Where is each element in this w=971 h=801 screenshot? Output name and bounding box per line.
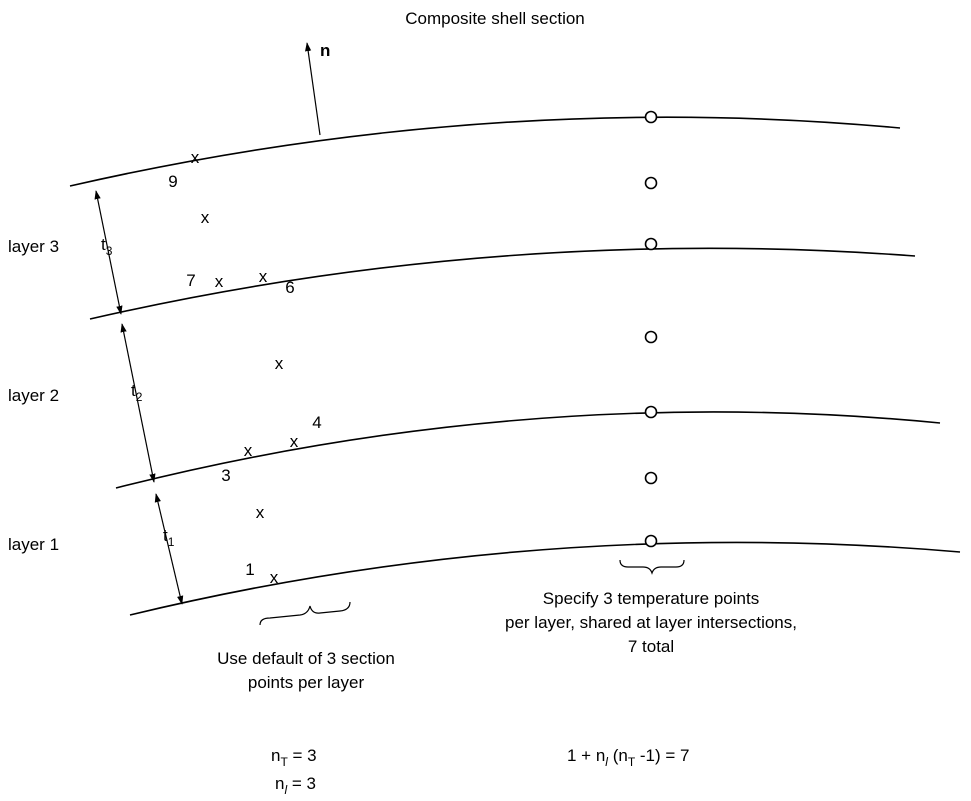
caption-section-points-line1: Use default of 3 section (217, 649, 395, 668)
section-point-number-6: 6 (285, 278, 294, 297)
section-point-number-3: 3 (221, 466, 230, 485)
temperature-point (644, 405, 658, 419)
layer-label-2: layer 2 (8, 386, 59, 405)
formula-n-t: nT = 3 (271, 746, 317, 769)
section-point-mark: x (215, 272, 224, 291)
temperature-point (644, 534, 658, 548)
thickness-label-t3: t3 (101, 235, 113, 258)
diagram-title: Composite shell section (405, 9, 585, 28)
section-point-mark: x (201, 208, 210, 227)
section-point-mark: x (259, 267, 268, 286)
caption-temperature-points-line3: 7 total (628, 637, 674, 656)
temperature-point (644, 471, 658, 485)
thickness-arrow-t3 (94, 190, 123, 315)
section-point-mark: x (270, 568, 279, 587)
layer-interface-2-1 (115, 411, 941, 489)
section-point-number-9: 9 (168, 172, 177, 191)
formula-n-l: nl = 3 (275, 774, 316, 797)
section-points-brace (259, 601, 351, 626)
temperature-point (644, 110, 658, 124)
section-point-mark: x (191, 148, 200, 167)
layer-interface-3-2 (89, 247, 916, 320)
temperature-point (644, 176, 658, 190)
section-point-mark: x (256, 503, 265, 522)
layer-label-1: layer 1 (8, 535, 59, 554)
section-point-number-4: 4 (312, 413, 321, 432)
layer-label-3: layer 3 (8, 237, 59, 256)
section-point-number-7: 7 (186, 271, 195, 290)
thickness-label-t2: t2 (131, 381, 143, 404)
thickness-arrow-t1 (154, 493, 184, 605)
thickness-arrow-t2 (120, 323, 156, 483)
temperature-point (644, 237, 658, 251)
section-point-mark: x (244, 441, 253, 460)
thickness-label-t1: t1 (163, 526, 175, 549)
section-point-mark: x (290, 432, 299, 451)
section-point-mark: x (275, 354, 284, 373)
caption-temperature-points-line1: Specify 3 temperature points (543, 589, 759, 608)
caption-section-points-line2: points per layer (248, 673, 365, 692)
section-point-number-1: 1 (245, 560, 254, 579)
normal-label: n (320, 41, 330, 60)
shell-surface-top (69, 116, 901, 187)
normal-vector-arrow (305, 42, 321, 136)
caption-temperature-points-line2: per layer, shared at layer intersections… (505, 613, 797, 632)
shell-surface-bottom (129, 541, 961, 616)
temperature-point (644, 330, 658, 344)
temperature-points-brace (619, 559, 685, 575)
formula-total-points: 1 + nl (nT -1) = 7 (567, 746, 690, 769)
